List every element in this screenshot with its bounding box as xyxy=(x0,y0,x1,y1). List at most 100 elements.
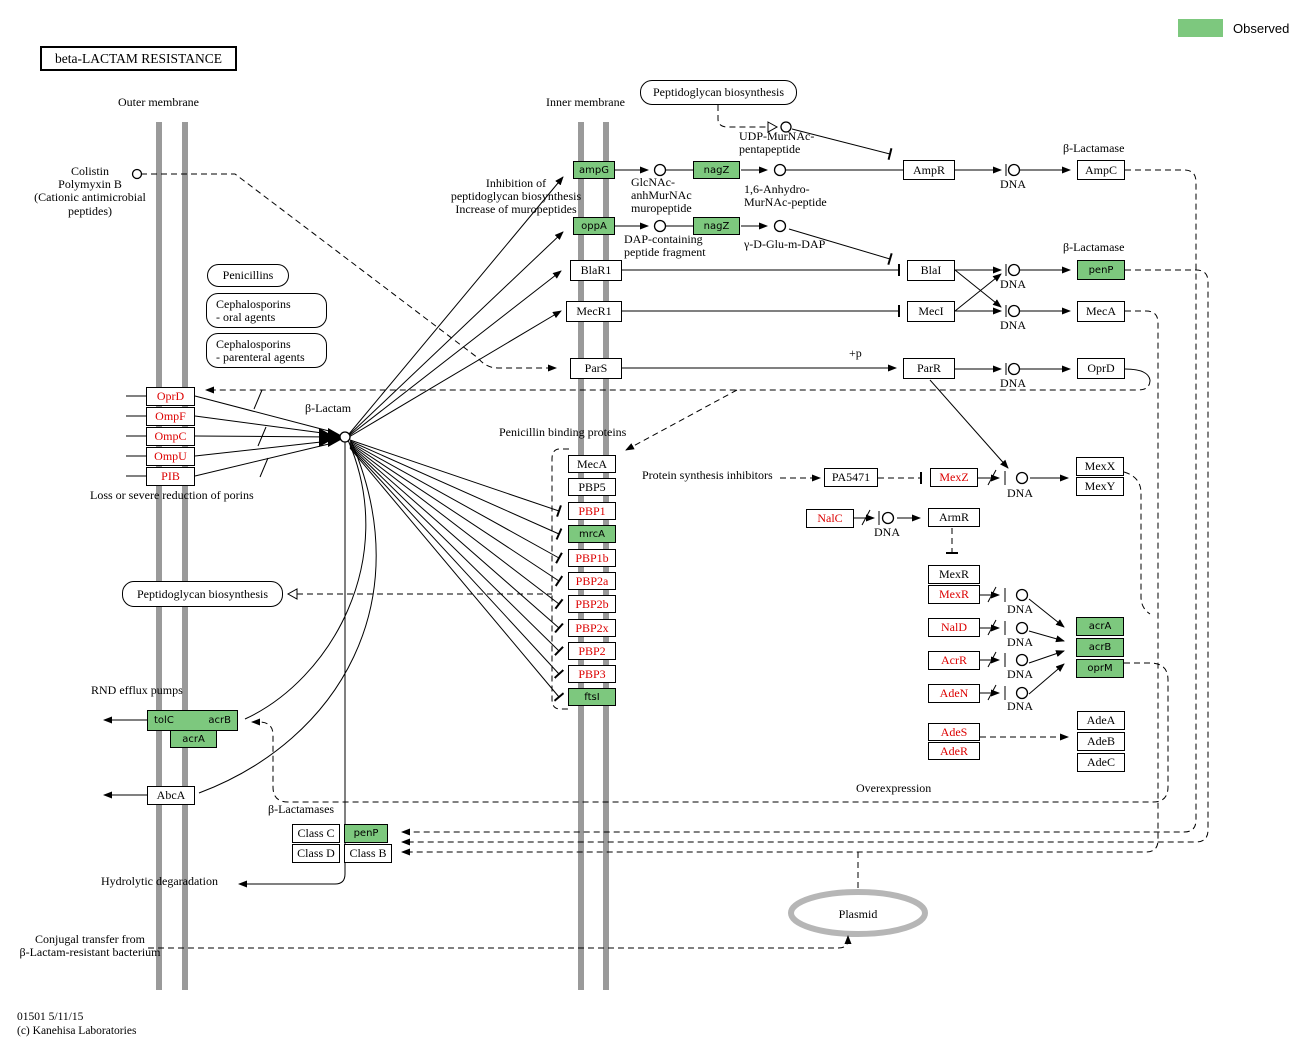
node-pbp5[interactable]: PBP5 xyxy=(568,478,616,496)
node-pbp2b[interactable]: PBP2b xyxy=(568,595,616,613)
label-gdglu: γ-D-Glu-m-DAP xyxy=(744,237,826,251)
node-mexx[interactable]: MexX xyxy=(1076,457,1124,476)
node-armr[interactable]: ArmR xyxy=(928,508,980,527)
pathway-title: beta-LACTAM RESISTANCE xyxy=(40,46,237,71)
node-ompu[interactable]: OmpU xyxy=(146,447,195,466)
node-pbp2[interactable]: PBP2 xyxy=(568,642,616,660)
node-meca-pbp[interactable]: MecA xyxy=(568,455,616,473)
label-hydrolytic: Hydrolytic degaradation xyxy=(101,874,218,888)
node-pib[interactable]: PIB xyxy=(146,467,195,486)
node-pbp1b[interactable]: PBP1b xyxy=(568,549,616,567)
label-dna-blai: DNA xyxy=(1000,277,1026,291)
node-pars[interactable]: ParS xyxy=(570,358,622,379)
dashed-connectors xyxy=(141,105,1209,949)
label-glcnac: GlcNAc- anhMurNAc muropeptide xyxy=(631,175,692,216)
label-pbps: Penicillin binding proteins xyxy=(499,425,627,439)
node-abca[interactable]: AbcA xyxy=(147,786,195,805)
node-meci[interactable]: MecI xyxy=(907,301,955,322)
label-lactamase-ampc: β-Lactamase xyxy=(1063,141,1125,155)
node-nald[interactable]: NalD xyxy=(928,618,980,637)
node-acra-right[interactable]: acrA xyxy=(1076,617,1124,636)
node-adeb[interactable]: AdeB xyxy=(1077,732,1125,751)
outer-membrane-bars xyxy=(156,122,188,990)
node-pa5471[interactable]: PA5471 xyxy=(824,468,878,487)
label-porin-loss: Loss or severe reduction of porins xyxy=(90,488,254,502)
node-ftsi[interactable]: ftsI xyxy=(568,688,616,706)
node-acra-pump[interactable]: acrA xyxy=(170,730,217,748)
node-ceph-par[interactable]: Cephalosporins - parenteral agents xyxy=(206,333,327,368)
node-ampg[interactable]: ampG xyxy=(573,161,615,179)
node-class-c[interactable]: Class C xyxy=(292,824,340,843)
node-adea[interactable]: AdeA xyxy=(1077,711,1125,730)
node-oprm-right[interactable]: oprM xyxy=(1076,659,1124,678)
node-class-b[interactable]: Class B xyxy=(344,844,392,863)
label-dna-acrr: DNA xyxy=(1007,667,1033,681)
legend-observed-swatch xyxy=(1178,19,1223,37)
node-tolc-acrb-pump[interactable]: tolC acrB xyxy=(147,710,238,731)
node-blar1[interactable]: BlaR1 xyxy=(570,260,622,281)
label-lactamase-penp: β-Lactamase xyxy=(1063,240,1125,254)
node-nagz2[interactable]: nagZ xyxy=(693,217,740,235)
label-colistin: Colistin Polymyxin B (Cationic antimicro… xyxy=(34,164,146,218)
label-plus-p: +p xyxy=(849,346,862,360)
label-dap: DAP-containing peptide fragment xyxy=(624,232,706,260)
node-nagz1[interactable]: nagZ xyxy=(693,161,740,179)
label-udp-murnac: UDP-MurNAc- pentapeptide xyxy=(739,129,815,157)
node-ampr[interactable]: AmpR xyxy=(903,160,955,180)
maplink-triangles xyxy=(286,121,779,600)
node-pepti-top[interactable]: Peptidoglycan biosynthesis xyxy=(640,80,797,105)
label-inhibition: Inhibition of peptidoglycan biosynthesis… xyxy=(450,176,582,217)
label-overexpression: Overexpression xyxy=(856,781,932,795)
node-blai[interactable]: BlaI xyxy=(907,260,955,281)
node-mexz[interactable]: MexZ xyxy=(930,468,978,487)
label-outer-membrane: Outer membrane xyxy=(118,95,199,109)
node-ompf[interactable]: OmpF xyxy=(146,407,195,426)
footer-copyright: (c) Kanehisa Laboratories xyxy=(17,1025,137,1037)
node-penp-bottom[interactable]: penP xyxy=(344,824,388,843)
node-penp-right[interactable]: penP xyxy=(1077,260,1125,280)
label-dna-ampr: DNA xyxy=(1000,177,1026,191)
node-nalc[interactable]: NalC xyxy=(806,509,854,528)
node-mexy[interactable]: MexY xyxy=(1076,477,1124,496)
pump-acrb-label: acrB xyxy=(208,715,231,726)
node-ceph-oral[interactable]: Cephalosporins - oral agents xyxy=(206,293,327,328)
node-acrb-right[interactable]: acrB xyxy=(1076,638,1124,657)
node-oprd-right[interactable]: OprD xyxy=(1077,358,1125,379)
node-meca-right[interactable]: MecA xyxy=(1077,301,1125,322)
pump-tolc-label: tolC xyxy=(154,715,174,726)
legend-observed-label: Observed xyxy=(1233,21,1290,36)
node-pbp3[interactable]: PBP3 xyxy=(568,665,616,683)
node-ompc[interactable]: OmpC xyxy=(146,427,195,446)
node-pepti-left[interactable]: Peptidoglycan biosynthesis xyxy=(122,581,283,607)
node-oprd-left[interactable]: OprD xyxy=(146,387,195,406)
node-pbp1[interactable]: PBP1 xyxy=(568,502,616,520)
node-pbp2x[interactable]: PBP2x xyxy=(568,619,616,637)
solid-connectors xyxy=(103,128,1151,888)
plasmid-ellipse xyxy=(788,889,928,937)
label-dna-mexz: DNA xyxy=(1007,486,1033,500)
node-pbp2a[interactable]: PBP2a xyxy=(568,572,616,590)
beta-lactam-hub xyxy=(319,428,345,447)
label-protein-synthesis-inhibitors: Protein synthesis inhibitors xyxy=(642,468,773,482)
node-ader[interactable]: AdeR xyxy=(928,742,980,760)
label-dna-parr: DNA xyxy=(1000,376,1026,390)
node-mexr-bottom[interactable]: MexR xyxy=(928,585,980,604)
label-beta-lactamases: β-Lactamases xyxy=(268,802,335,816)
node-oppa[interactable]: oppA xyxy=(573,217,615,235)
node-acrr[interactable]: AcrR xyxy=(928,651,980,670)
label-dna-mexr: DNA xyxy=(1007,602,1033,616)
node-mecr1[interactable]: MecR1 xyxy=(566,301,622,322)
node-mexr-top[interactable]: MexR xyxy=(928,565,980,584)
footer-map-id: 01501 5/11/15 xyxy=(17,1011,84,1023)
label-dna-aden: DNA xyxy=(1007,699,1033,713)
node-class-d[interactable]: Class D xyxy=(292,844,340,863)
node-adec[interactable]: AdeC xyxy=(1077,753,1125,772)
node-penicillins[interactable]: Penicillins xyxy=(207,264,289,287)
node-ampc[interactable]: AmpC xyxy=(1077,160,1125,180)
node-aden[interactable]: AdeN xyxy=(928,684,980,703)
node-parr[interactable]: ParR xyxy=(903,358,955,379)
node-mrca[interactable]: mrcA xyxy=(568,525,616,543)
label-conjugal: Conjugal transfer from β-Lactam-resistan… xyxy=(19,932,161,960)
node-ades[interactable]: AdeS xyxy=(928,723,980,741)
